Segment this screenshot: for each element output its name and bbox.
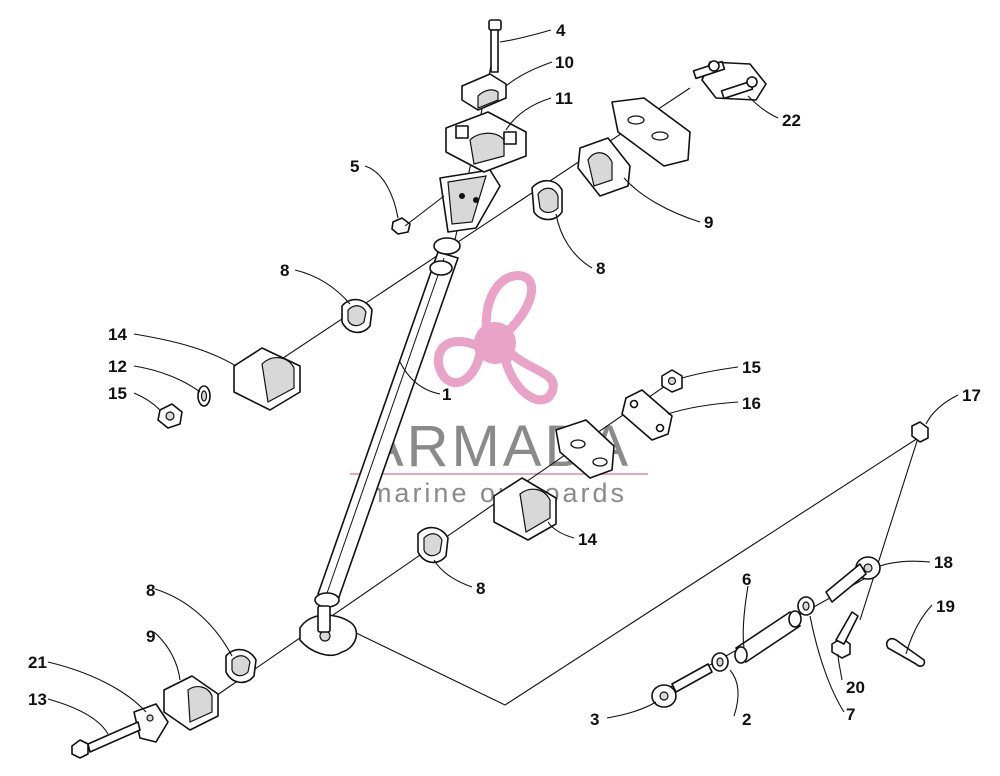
callout-12: 12 — [108, 357, 127, 376]
bushing-part-8-left — [341, 298, 373, 334]
plate-part-16 — [621, 389, 673, 441]
callout-4: 4 — [556, 21, 566, 40]
callout-8-upper: 8 — [596, 259, 605, 278]
callout-3: 3 — [590, 710, 599, 729]
mount-plate-part-22 — [692, 60, 767, 101]
callout-9-upper: 9 — [704, 213, 713, 232]
callout-13: 13 — [28, 690, 47, 709]
callout-5: 5 — [350, 157, 359, 176]
steering-tube-part-1 — [299, 237, 461, 656]
bolt-part-13 — [71, 721, 141, 759]
clamp-block-part-10 — [461, 73, 507, 111]
axis-linkage-return — [349, 437, 919, 706]
clamp-part-11 — [445, 111, 527, 173]
callout-1: 1 — [442, 385, 451, 404]
clamp-block-part-14-upper — [233, 347, 301, 411]
bushing-part-8-lower — [417, 526, 449, 564]
callout-8-bottom: 8 — [146, 581, 155, 600]
axis-linkage-vertical — [859, 437, 919, 621]
bushing-holder-part-9-upper — [577, 137, 631, 197]
washer-part-12 — [197, 385, 211, 407]
callout-9-lower: 9 — [146, 627, 155, 646]
callout-17: 17 — [962, 386, 981, 405]
sleeve-part-6 — [734, 610, 802, 664]
callout-14-upper: 14 — [108, 325, 127, 344]
callout-labels: 4 10 11 22 5 9 8 8 14 12 15 1 15 16 17 1… — [28, 21, 981, 729]
nut-part-15-right — [661, 369, 683, 393]
bracket-plate-lower — [555, 419, 615, 479]
steering-bracket-housing — [439, 169, 501, 233]
axis-upper-diagonal — [249, 87, 691, 381]
bushing-holder-part-9-lower — [163, 675, 219, 731]
callout-11: 11 — [555, 89, 573, 108]
callout-16: 16 — [742, 394, 761, 413]
bolt-part-20 — [831, 611, 859, 659]
callout-8-lower: 8 — [476, 579, 485, 598]
callout-8-left: 8 — [280, 261, 289, 280]
callout-15-left: 15 — [108, 384, 127, 403]
nut-part-7 — [797, 596, 815, 616]
callout-2: 2 — [742, 710, 751, 729]
rod-end-part-18 — [825, 556, 881, 603]
nut-part-5 — [391, 195, 445, 235]
callout-20: 20 — [846, 678, 865, 697]
leader-lines — [47, 29, 959, 735]
lock-tab-part-21 — [133, 703, 169, 743]
bolt-part-4 — [488, 19, 502, 73]
clamp-block-part-14-lower — [493, 477, 557, 541]
bracket-plate-upper — [611, 97, 691, 167]
callout-14-lower: 14 — [578, 530, 597, 549]
callout-6: 6 — [742, 570, 751, 589]
callout-19: 19 — [936, 597, 955, 616]
rod-end-part-3 — [651, 663, 713, 708]
callout-15-right: 15 — [742, 358, 761, 377]
callout-18: 18 — [934, 553, 953, 572]
callout-22: 22 — [782, 111, 801, 130]
callout-10: 10 — [555, 53, 574, 72]
nut-part-2 — [711, 652, 729, 672]
callout-7: 7 — [846, 705, 855, 724]
nut-part-17 — [911, 421, 929, 443]
cotter-pin-part-19 — [885, 637, 926, 667]
armada-propeller-logo — [433, 271, 558, 405]
bushing-part-8-bottom — [225, 648, 257, 684]
nut-part-15-left — [157, 403, 183, 429]
callout-21: 21 — [28, 653, 47, 672]
bushing-part-8-upper — [531, 179, 563, 221]
